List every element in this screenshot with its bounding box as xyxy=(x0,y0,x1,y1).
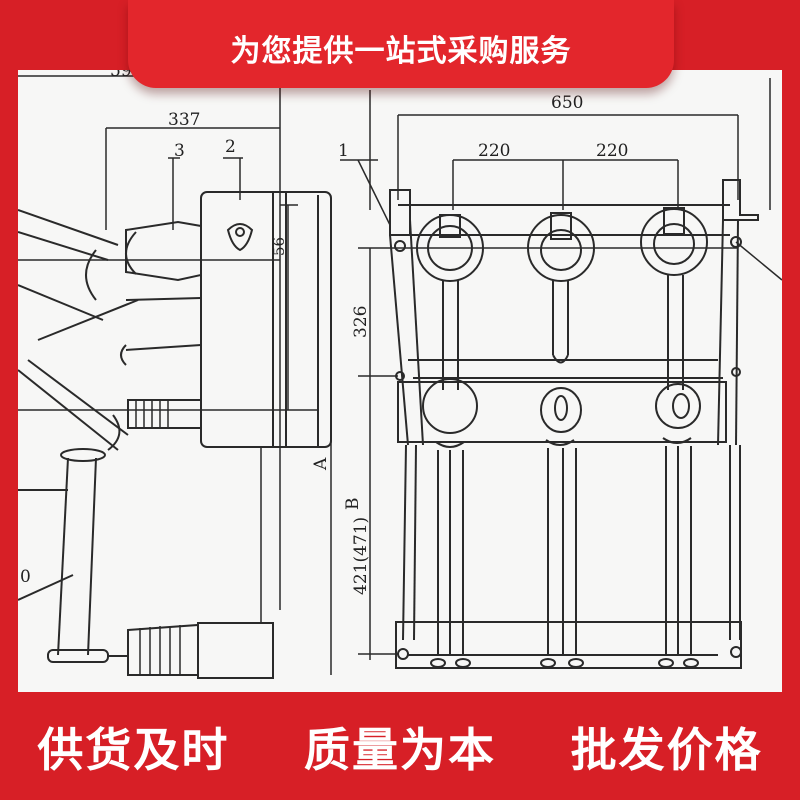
dim-650: 650 xyxy=(551,93,583,113)
dim-220-left: 220 xyxy=(478,141,510,161)
label-a: A xyxy=(311,457,331,471)
dim-337: 337 xyxy=(168,110,200,130)
label-b: B xyxy=(343,498,363,511)
dim-220-right: 220 xyxy=(596,141,628,161)
slogan-timely-supply: 供货及时 xyxy=(37,723,230,777)
dim-326: 326 xyxy=(351,306,371,338)
callout-2: 2 xyxy=(225,137,236,157)
drawing-svg: 59 337 3 2 1 650 220 220 56 326 421(471)… xyxy=(18,70,782,679)
dim-56: 56 xyxy=(270,237,288,256)
banner-title: 为您提供一站式采购服务 xyxy=(230,34,572,69)
promo-banner: 为您提供一站式采购服务 xyxy=(128,0,674,88)
dim-421: 421(471) xyxy=(351,517,371,595)
technical-drawing: 59 337 3 2 1 650 220 220 56 326 421(471)… xyxy=(18,70,782,692)
callout-1: 1 xyxy=(338,141,349,161)
slogan-wholesale-price: 批发价格 xyxy=(570,723,763,777)
dim-59: 59 xyxy=(110,70,132,81)
slogan-bar: 供货及时 质量为本 批发价格 xyxy=(0,694,800,800)
label-0: 0 xyxy=(20,567,31,587)
callout-3: 3 xyxy=(174,141,185,161)
slogan-quality-first: 质量为本 xyxy=(303,723,496,777)
enclosure-box xyxy=(200,191,332,448)
